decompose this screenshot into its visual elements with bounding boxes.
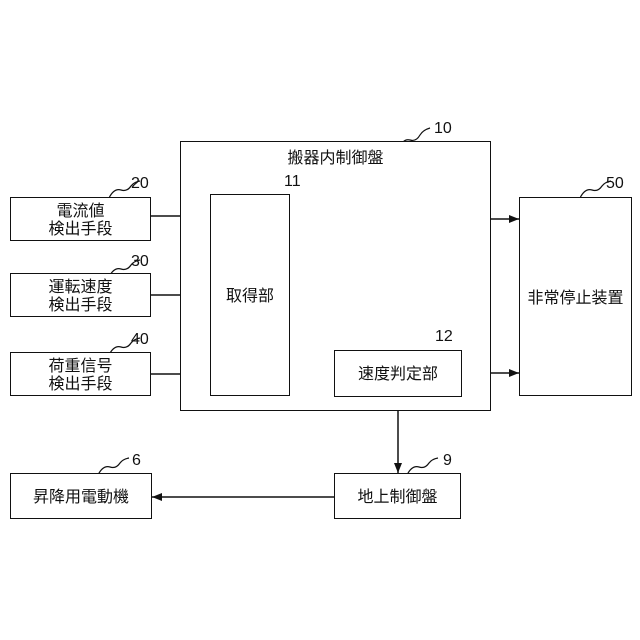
emergency-stop-device-box: 非常停止装置 [519,197,632,396]
hoist-motor-box: 昇降用電動機 [10,473,152,519]
ground-control-panel-ref: 9 [443,452,452,470]
ground-control-panel-box: 地上制御盤 [334,473,461,519]
speed-judgment-unit-ref: 12 [435,328,453,346]
car-control-panel-title: 搬器内制御盤 [180,148,491,167]
load-detector-label-1: 荷重信号 [11,356,150,375]
acquisition-unit-ref: 11 [284,173,301,191]
acquisition-unit-box: 取得部 [210,194,290,396]
current-detector-label-1: 電流値 [11,201,150,220]
speed-detector-ref: 30 [131,253,149,271]
speed-detector-box: 運転速度 検出手段 [10,273,151,317]
current-detector-ref: 20 [131,175,149,193]
hoist-motor-ref: 6 [132,452,141,470]
load-detector-ref: 40 [131,331,149,349]
load-detector-label-2: 検出手段 [11,374,150,393]
speed-judgment-unit-label: 速度判定部 [335,364,461,383]
load-detector-box: 荷重信号 検出手段 [10,352,151,396]
current-detector-box: 電流値 検出手段 [10,197,151,241]
hoist-motor-label: 昇降用電動機 [11,487,151,506]
ground-control-panel-label: 地上制御盤 [335,487,460,506]
emergency-stop-device-label: 非常停止装置 [520,288,631,307]
emergency-stop-device-ref: 50 [606,175,624,193]
acquisition-unit-label: 取得部 [211,286,289,305]
speed-detector-label-2: 検出手段 [11,295,150,314]
car-control-panel-ref: 10 [434,120,452,138]
current-detector-label-2: 検出手段 [11,219,150,238]
speed-detector-label-1: 運転速度 [11,277,150,296]
speed-judgment-unit-box: 速度判定部 [334,350,462,397]
